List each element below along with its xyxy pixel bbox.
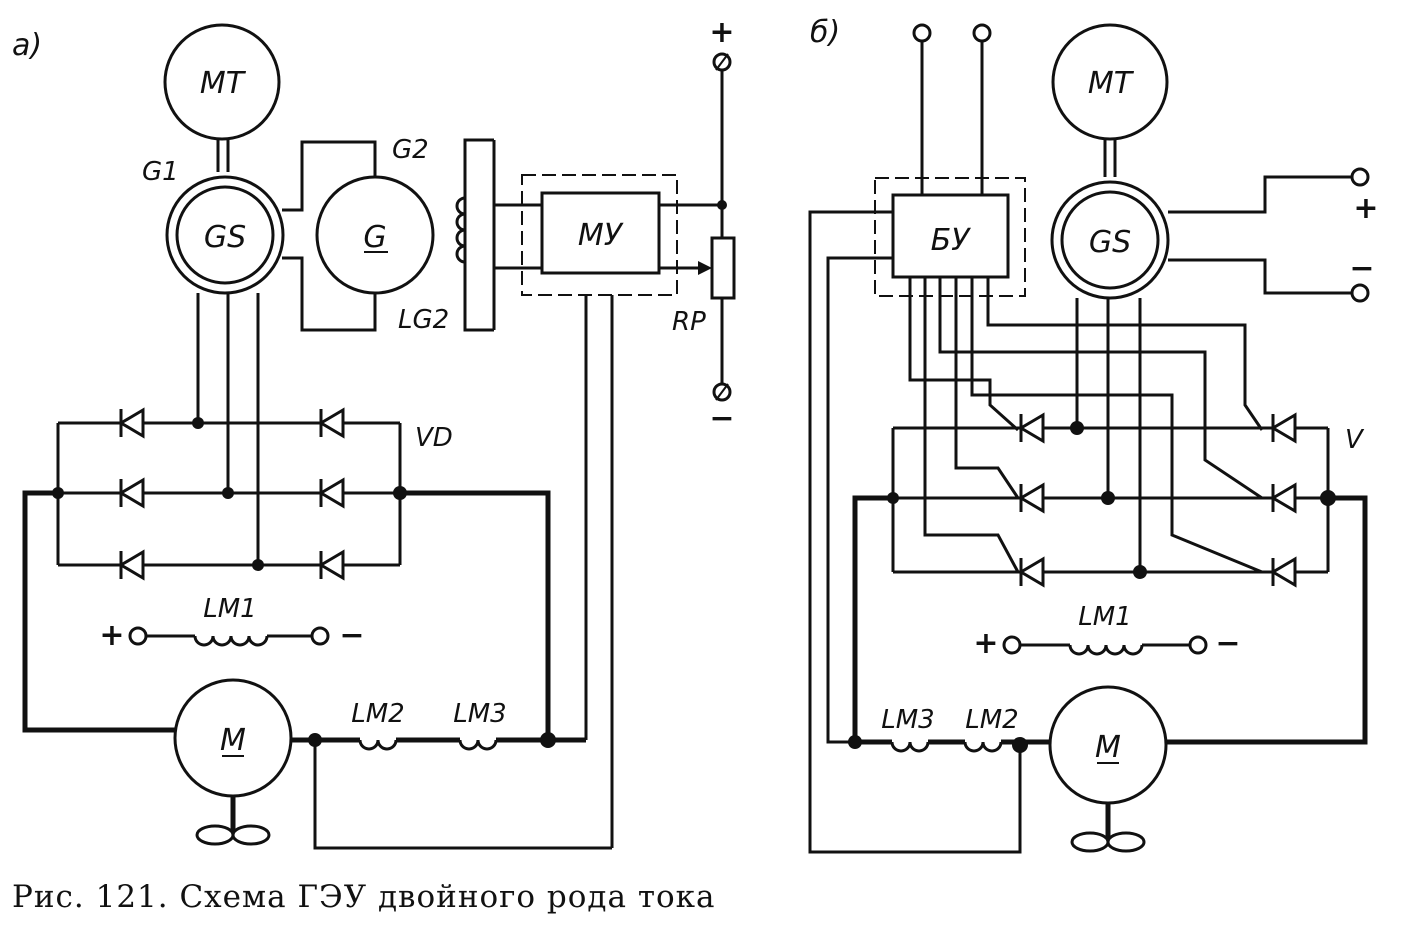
mu-dashed-frame	[521, 174, 678, 296]
lm1-winding-a	[193, 635, 269, 647]
g-label: G	[363, 220, 386, 255]
lm1-plus-b: +	[973, 626, 998, 661]
lm1-plus-a: +	[99, 618, 124, 653]
bu-dashed-frame	[874, 177, 1026, 297]
lg2-winding	[455, 196, 466, 264]
gs-label-a: GS	[204, 220, 246, 255]
lm1-minus-a: −	[339, 618, 364, 653]
lm2-winding-a	[358, 739, 398, 751]
prime-mover-mt-b	[1051, 23, 1169, 141]
panel-a: а) МТ GS G1 G G2 LG2 МУ +	[12, 15, 736, 850]
lg2-label: LG2	[398, 305, 449, 335]
lm3-label-a: LM3	[453, 699, 506, 729]
lm1-label-a: LM1	[203, 594, 256, 624]
rectifier-bridge-vd	[52, 407, 407, 581]
g1-label: G1	[142, 157, 179, 187]
rp-label: RP	[672, 307, 706, 337]
control-unit-bu	[891, 193, 1010, 279]
lm3-label-b: LM3	[881, 705, 934, 735]
supply-minus-a: −	[709, 401, 734, 436]
mt-label-b: МТ	[1088, 66, 1135, 101]
v-label: V	[1345, 425, 1365, 455]
panel-b: б) БУ МТ GS + −	[808, 15, 1379, 854]
panel-a-label: а)	[12, 28, 42, 63]
lm2-label-a: LM2	[351, 699, 404, 729]
panel-b-label: б)	[810, 15, 840, 50]
propeller-b	[1070, 831, 1110, 853]
exc-minus-b: −	[1349, 251, 1374, 286]
potentiometer-rp	[710, 236, 736, 300]
lm1-minus-b: −	[1215, 626, 1240, 661]
exc-plus-b: +	[1353, 191, 1378, 226]
lm2-winding-b	[963, 741, 1003, 753]
generator-gs-a	[175, 185, 275, 285]
m-label-b: M	[1095, 730, 1121, 765]
lm3-winding-a	[458, 739, 498, 751]
generator-gs-b	[1060, 190, 1160, 290]
magnetic-amplifier-mu	[540, 191, 661, 275]
gs-label-b: GS	[1089, 225, 1131, 260]
lm3-winding-b	[890, 741, 930, 753]
propeller-a	[195, 824, 235, 846]
vd-label: VD	[415, 423, 453, 453]
m-label-a: M	[220, 723, 246, 758]
lm1-winding-b	[1068, 644, 1144, 656]
mt-label-a: МТ	[200, 66, 247, 101]
g2-label: G2	[392, 135, 429, 165]
thyristor-bridge-v	[887, 412, 1336, 588]
prime-mover-mt-a	[163, 23, 281, 141]
figure-caption: Рис. 121. Схема ГЭУ двойного рода тока	[12, 879, 716, 915]
bu-label: БУ	[931, 223, 972, 258]
mu-label: МУ	[578, 218, 624, 253]
supply-plus-a: +	[709, 15, 734, 50]
lm1-label-b: LM1	[1078, 602, 1131, 632]
lm2-label-b: LM2	[965, 705, 1018, 735]
